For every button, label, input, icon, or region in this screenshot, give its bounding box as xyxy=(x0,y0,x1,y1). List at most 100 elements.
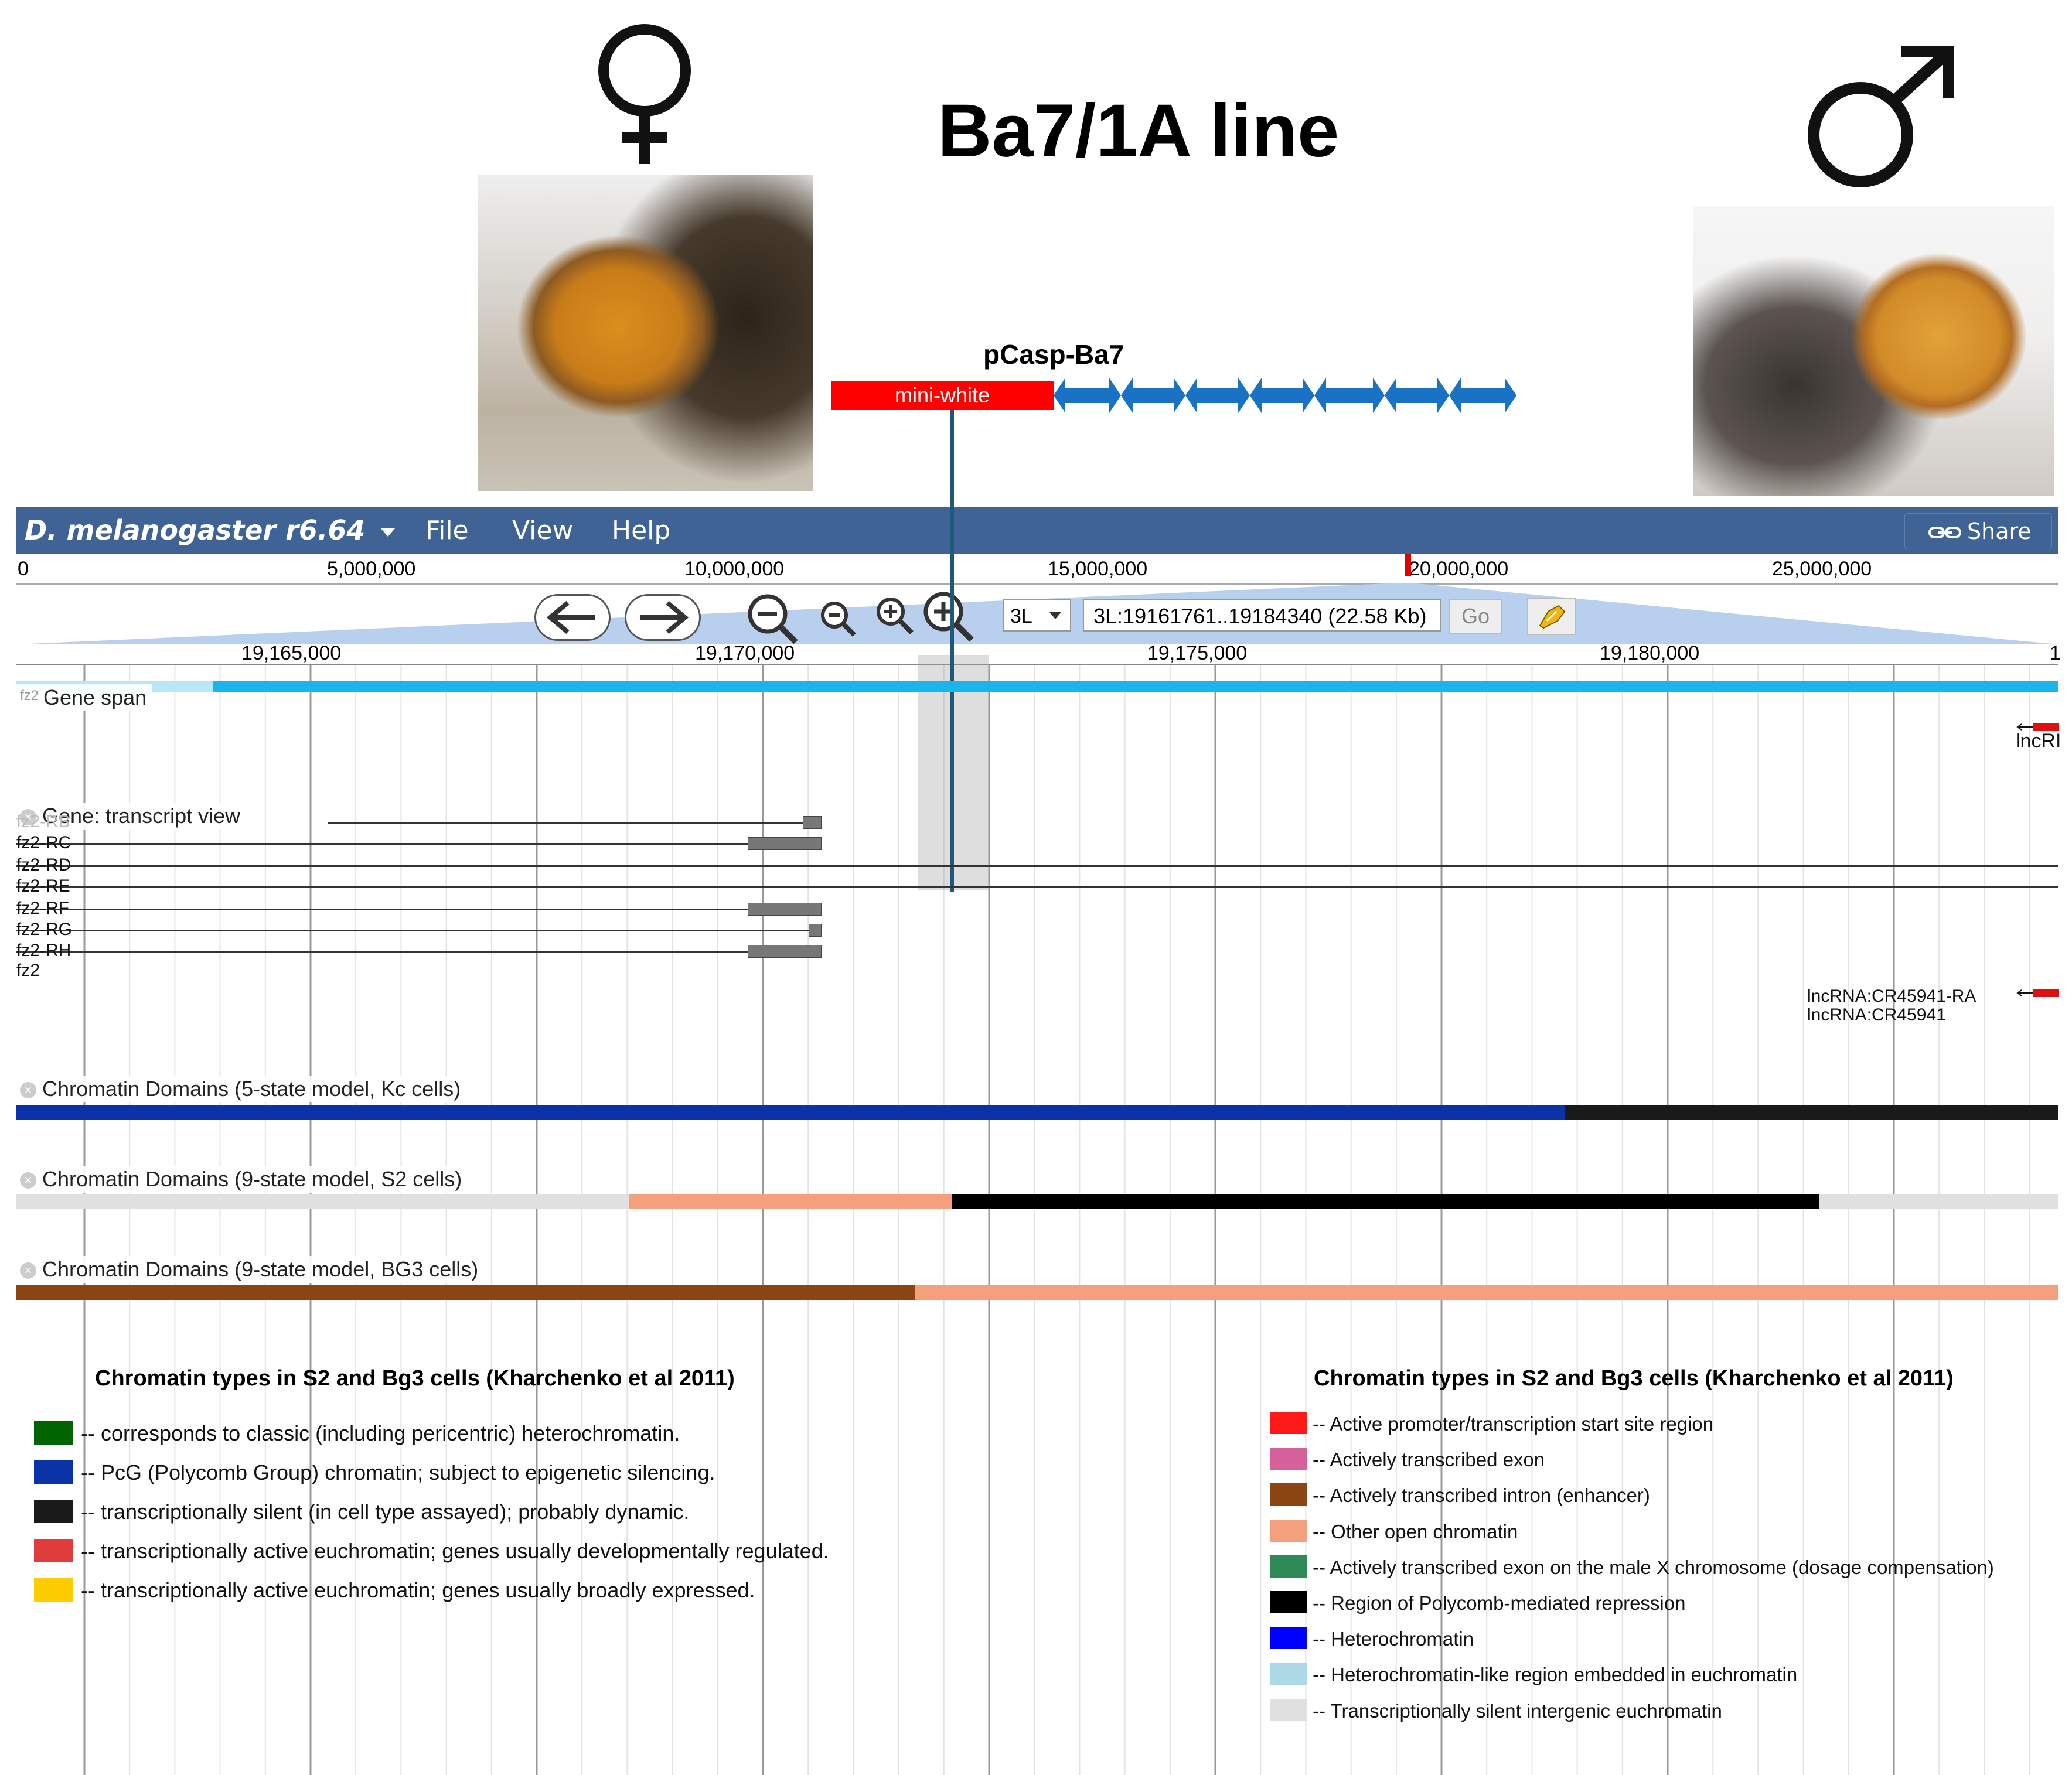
highlighter-icon xyxy=(1539,605,1566,629)
chevron-down-icon xyxy=(1049,612,1061,619)
legend-swatch xyxy=(1270,1591,1307,1613)
genome-release-title[interactable]: D. melanogaster r6.64 xyxy=(25,514,366,546)
gene-name-label: fz2 xyxy=(16,961,40,980)
chromosome-value: 3L xyxy=(1010,605,1032,627)
track-name: Gene: transcript view xyxy=(42,804,241,828)
legend-item-text: -- Actively transcribed exon xyxy=(1313,1449,1545,1471)
transcript-intron-line[interactable] xyxy=(16,886,2058,888)
pan-left-button[interactable] xyxy=(534,594,611,641)
legend-swatch xyxy=(1270,1698,1307,1721)
legend-item-text: -- Region of Polycomb-mediated repressio… xyxy=(1313,1592,1686,1614)
detail-tick-label: 19,180,000 xyxy=(1600,642,1700,664)
figure-title: Ba7/1A line xyxy=(938,89,1340,173)
track-label-chromatin-kc[interactable]: × Chromatin Domains (5-state model, Kc ce… xyxy=(16,1076,467,1102)
share-label: Share xyxy=(1967,518,2032,544)
chromatin-domain-intron[interactable] xyxy=(16,1285,915,1300)
zoom-out-large-icon[interactable] xyxy=(744,590,800,647)
gene-span-feature[interactable] xyxy=(16,681,2058,692)
legend-swatch xyxy=(34,1539,73,1562)
transcript-exon[interactable] xyxy=(748,945,822,958)
legend-swatch xyxy=(1270,1519,1307,1542)
chromatin-domain-silent-intergenic[interactable] xyxy=(16,1194,629,1209)
close-icon[interactable]: × xyxy=(20,1262,36,1279)
transcript-intron-line[interactable] xyxy=(16,865,2058,867)
transcript-label[interactable]: fz2-RG xyxy=(16,920,73,939)
detail-tick-label: 1 xyxy=(2050,642,2061,664)
construct-label: pCasp-Ba7 xyxy=(983,339,1124,370)
legend-item-text: -- PcG (Polycomb Group) chromatin; subje… xyxy=(81,1460,715,1484)
zoom-in-small-icon[interactable] xyxy=(873,594,915,636)
transcript-exon[interactable] xyxy=(748,903,822,916)
detail-tick-label: 19,175,000 xyxy=(1147,642,1248,664)
transcript-exon[interactable] xyxy=(809,924,822,937)
strand-arrow-icon xyxy=(2016,989,2033,996)
legend-item-text: -- Actively transcribed intron (enhancer… xyxy=(1313,1484,1650,1507)
chromatin-domain-open[interactable] xyxy=(915,1285,2058,1300)
share-button[interactable]: Share xyxy=(1904,513,2052,549)
location-input[interactable]: 3L:19161761..19184340 (22.58 Kb) xyxy=(1083,599,1441,632)
track-label-transcript-view[interactable]: × Gene: transcript view xyxy=(16,803,247,830)
transcript-exon[interactable] xyxy=(803,816,822,829)
menu-view[interactable]: View xyxy=(512,516,574,545)
overview-ruler[interactable] xyxy=(16,554,2058,585)
link-icon xyxy=(1928,527,1961,538)
overview-tick-label: 15,000,000 xyxy=(1048,558,1148,580)
track-label-chromatin-bg3[interactable]: × Chromatin Domains (9-state model, BG3 c… xyxy=(16,1256,485,1283)
close-icon[interactable]: × xyxy=(20,1082,36,1099)
chromatin-domain-polycomb[interactable] xyxy=(952,1194,1819,1209)
transcript-intron-line[interactable] xyxy=(16,951,820,953)
track-name: Chromatin Domains (9-state model, BG3 ce… xyxy=(42,1257,479,1281)
overview-position-marker[interactable] xyxy=(1405,554,1411,576)
legend-item-text: -- Actively transcribed exon on the male… xyxy=(1313,1556,1994,1578)
transcript-label[interactable]: fz2-RH xyxy=(16,941,71,960)
go-button[interactable]: Go xyxy=(1449,599,1502,634)
transcript-label[interactable]: fz2-RD xyxy=(16,855,71,875)
overview-tick-label: 20,000,000 xyxy=(1409,558,1509,580)
track-name: Gene span xyxy=(43,685,147,709)
transcript-label[interactable]: fz2-RF xyxy=(16,899,69,918)
lncrna-transcript-feature[interactable] xyxy=(2033,989,2059,997)
transcript-intron-line[interactable] xyxy=(16,930,820,931)
insertion-site-line xyxy=(950,410,954,892)
menu-help[interactable]: Help xyxy=(612,516,671,545)
close-icon[interactable]: × xyxy=(20,809,36,826)
transcript-exon[interactable] xyxy=(748,837,822,850)
overview-tick-label: 25,000,000 xyxy=(1772,558,1872,580)
legend-swatch xyxy=(34,1421,73,1445)
transcript-intron-line[interactable] xyxy=(16,909,820,910)
legend-item-text: -- transcriptionally active euchromatin;… xyxy=(81,1539,829,1563)
zoom-out-small-icon[interactable] xyxy=(818,599,858,639)
legend-item-text: -- Transcriptionally silent intergenic e… xyxy=(1313,1699,1722,1722)
chevron-down-icon[interactable] xyxy=(380,527,396,538)
transcript-intron-line[interactable] xyxy=(16,843,820,845)
transcript-label[interactable]: fz2-RC xyxy=(16,833,71,852)
legend-item-text: -- Other open chromatin xyxy=(1313,1520,1518,1542)
legend-item-text: -- Heterochromatin-like region embedded … xyxy=(1313,1664,1798,1686)
track-label-chromatin-s2[interactable]: ×Chromatin Domains (9-state model, S2 ce… xyxy=(16,1166,468,1193)
transcript-intron-line[interactable] xyxy=(328,822,820,824)
zoom-in-large-icon[interactable] xyxy=(920,588,976,644)
chromosome-select[interactable]: 3L xyxy=(1003,599,1071,632)
legend-right-title: Chromatin types in S2 and Bg3 cells (Kha… xyxy=(1314,1366,1954,1391)
overview-tick-label: 0 xyxy=(18,558,29,580)
track-grid xyxy=(83,664,2030,1775)
chromatin-domain-pcg[interactable] xyxy=(16,1105,1565,1120)
lncrna-gene-label: lncRNA:CR45941 xyxy=(1807,1005,1946,1025)
menu-file[interactable]: File xyxy=(425,516,469,545)
chromatin-domain-open[interactable] xyxy=(629,1194,952,1209)
chromatin-domain-silent[interactable] xyxy=(1565,1105,2058,1120)
transcript-label[interactable]: fz2-RE xyxy=(16,876,70,896)
legend-swatch xyxy=(1270,1663,1307,1685)
pan-right-button[interactable] xyxy=(625,594,701,641)
transcript-label[interactable]: fz2-RB xyxy=(16,812,70,831)
detail-ruler[interactable] xyxy=(16,646,2058,665)
legend-left-title: Chromatin types in S2 and Bg3 cells (Kha… xyxy=(95,1366,735,1391)
chromatin-domain-silent-intergenic[interactable] xyxy=(1819,1194,2058,1209)
female-symbol-icon xyxy=(598,24,691,164)
track-label-gene-span[interactable]: fz2 Gene span xyxy=(16,684,153,711)
highlight-button[interactable] xyxy=(1527,598,1576,635)
detail-tick-label: 19,165,000 xyxy=(241,642,342,664)
lncrna-feature[interactable] xyxy=(2033,723,2059,731)
close-icon[interactable]: × xyxy=(20,1172,36,1189)
track-name: Chromatin Domains (5-state model, Kc cel… xyxy=(42,1077,461,1101)
